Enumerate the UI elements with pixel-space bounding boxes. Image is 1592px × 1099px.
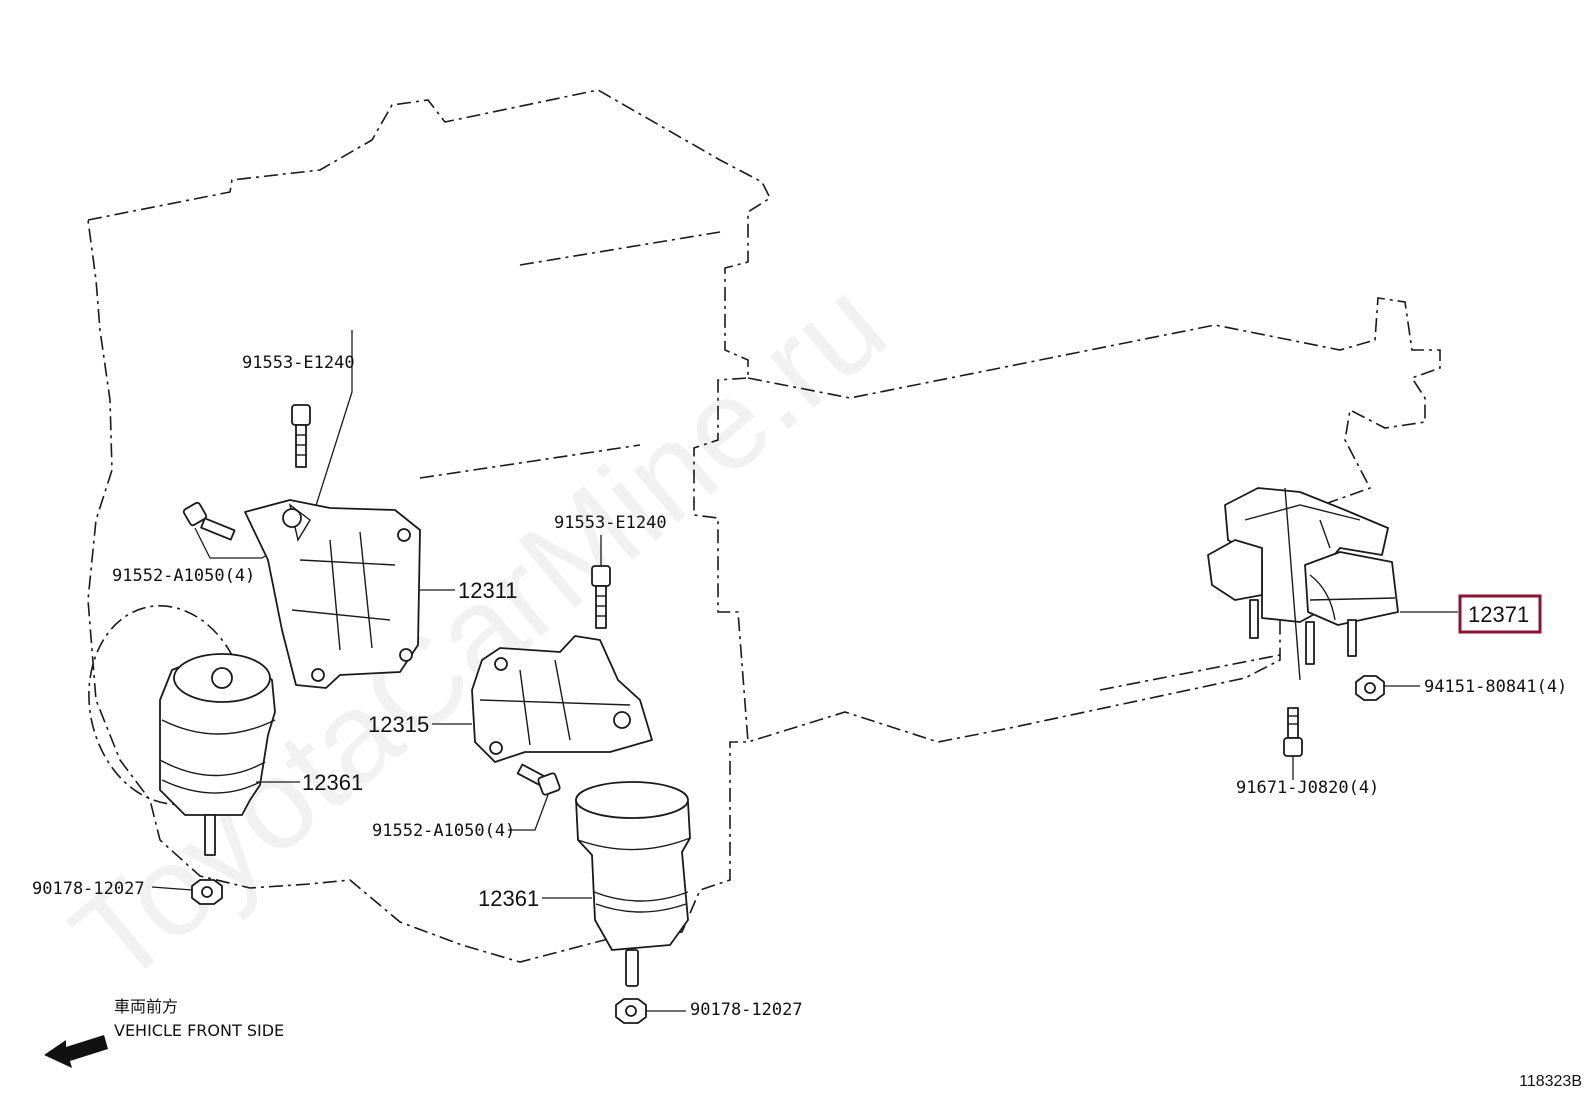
- front-label-jp: 車両前方: [114, 997, 178, 1016]
- mount-12361-left: [159, 653, 276, 856]
- bolt-91553-e1240-left: [291, 404, 311, 468]
- bolt-91671-j0820: [1283, 707, 1303, 757]
- label-12371: 12371: [1468, 602, 1529, 627]
- leader-e1240-left: [299, 330, 353, 557]
- label-90178-12027-left: 90178-12027: [32, 879, 145, 899]
- leader-a1050-center: [508, 794, 549, 831]
- front-arrow-icon: [44, 1035, 108, 1068]
- bolt-91553-e1240-center: [591, 565, 611, 629]
- diagram-code: 118323B: [1519, 1073, 1582, 1090]
- highlight-box-12371: [1458, 594, 1542, 634]
- label-94151-80841: 94151-80841(4): [1424, 677, 1567, 697]
- front-direction-indicator: 車両前方 VEHICLE FRONT SIDE: [44, 997, 284, 1068]
- bolt-91552-a1050-left: [182, 501, 236, 541]
- label-12315: 12315: [368, 712, 429, 737]
- nut-94151-80841: [1355, 675, 1385, 701]
- transmission-outline: [747, 297, 1441, 743]
- leader-12027-left: [151, 886, 193, 891]
- label-91553-e1240-center: 91553-E1240: [554, 513, 667, 533]
- front-label-en: VEHICLE FRONT SIDE: [114, 1021, 284, 1040]
- label-91671-j0820: 91671-J0820(4): [1236, 778, 1379, 798]
- engine-outline: [87, 89, 772, 963]
- bolt-91552-a1050-center: [516, 763, 561, 796]
- transmission-lower-line: [1099, 654, 1281, 691]
- engine-head-line: [519, 231, 721, 266]
- label-91553-e1240-left: 91553-E1240: [242, 353, 355, 373]
- bracket-12315: [471, 635, 653, 763]
- label-12361-left: 12361: [302, 770, 363, 795]
- nut-90178-12027-center: [615, 998, 647, 1024]
- mount-12371: [1207, 487, 1399, 681]
- label-91552-a1050-left: 91552-A1050(4): [112, 566, 255, 586]
- bracket-12311: [244, 499, 421, 689]
- label-90178-12027-center: 90178-12027: [690, 1000, 803, 1020]
- nut-90178-12027-left: [191, 879, 223, 905]
- label-91552-a1050-center: 91552-A1050(4): [372, 821, 515, 841]
- mount-12361-center: [575, 781, 691, 987]
- engine-mid-line: [419, 444, 641, 479]
- label-12361-center: 12361: [478, 886, 539, 911]
- label-12311: 12311: [458, 578, 518, 603]
